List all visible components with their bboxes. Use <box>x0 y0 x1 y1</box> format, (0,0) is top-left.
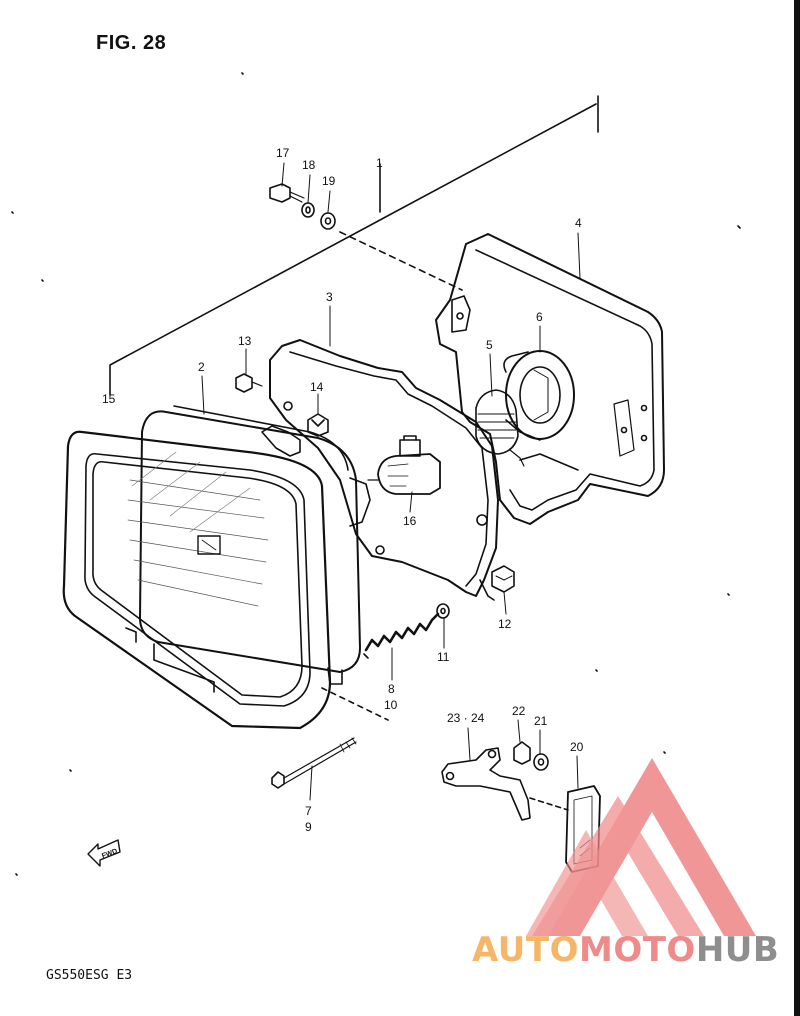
callout-17: 17 <box>276 146 290 160</box>
figure-title: FIG. 28 <box>96 32 167 54</box>
watermark-auto: AUTO <box>472 930 579 970</box>
assembly-bracket-line <box>109 95 599 396</box>
washer-part-19 <box>320 212 336 230</box>
model-code: GS550ESG E3 <box>46 968 133 983</box>
callout-6: 6 <box>536 310 543 324</box>
callout-2: 2 <box>198 360 205 374</box>
nut-part-22 <box>513 741 531 765</box>
scan-specks <box>11 72 741 876</box>
washer-part-11 <box>436 603 450 619</box>
callout-16: 16 <box>403 514 417 528</box>
callout-23-24: 23 · 24 <box>447 711 485 725</box>
headlight-case-part-3 <box>269 339 499 601</box>
callout-12: 12 <box>498 617 512 631</box>
callout-21: 21 <box>534 714 548 728</box>
callout-13: 13 <box>238 334 252 348</box>
watermark-hub: HUB <box>695 930 780 970</box>
bolt-part-17 <box>269 183 305 203</box>
callout-4: 4 <box>575 216 582 230</box>
callout-3: 3 <box>326 290 333 304</box>
bulb-socket-part-5 <box>475 389 519 455</box>
callout-10: 10 <box>384 698 398 712</box>
adjust-screw-part-7-9 <box>271 687 389 789</box>
nut-part-12 <box>491 565 515 593</box>
reflector-bracket-part-23-24 <box>441 747 569 821</box>
callout-7: 7 <box>305 804 312 818</box>
callout-15: 15 <box>102 392 116 406</box>
watermark-logo-icon <box>526 758 756 936</box>
callout-9: 9 <box>305 820 312 834</box>
callout-14: 14 <box>310 380 324 394</box>
callout-11: 11 <box>437 650 450 664</box>
washer-part-18 <box>301 202 315 218</box>
watermark-moto: MOTO <box>578 930 696 970</box>
forward-direction-icon: FWD <box>87 839 121 867</box>
socket-cover-part-6 <box>503 350 575 467</box>
headlight-rim-part-15 <box>62 430 332 730</box>
watermark-text: AUTOMOTOHUB <box>472 930 779 970</box>
adjust-spring-part-8-10 <box>363 612 440 659</box>
callout-1: 1 <box>376 156 383 170</box>
callout-5: 5 <box>486 338 493 352</box>
callout-8: 8 <box>388 682 395 696</box>
washer-part-21 <box>533 753 549 771</box>
nut-part-14 <box>307 413 329 437</box>
callout-20: 20 <box>570 740 584 754</box>
headlight-unit-part-2 <box>127 405 371 685</box>
callout-leader-lines <box>201 162 581 801</box>
callout-18: 18 <box>302 158 316 172</box>
headlight-bulb-part-16 <box>367 435 441 495</box>
screw-part-13 <box>235 373 263 393</box>
scan-edge-bar <box>794 0 800 1016</box>
callout-19: 19 <box>322 174 336 188</box>
callout-22: 22 <box>512 704 526 718</box>
headlight-housing-part-4 <box>435 233 665 525</box>
